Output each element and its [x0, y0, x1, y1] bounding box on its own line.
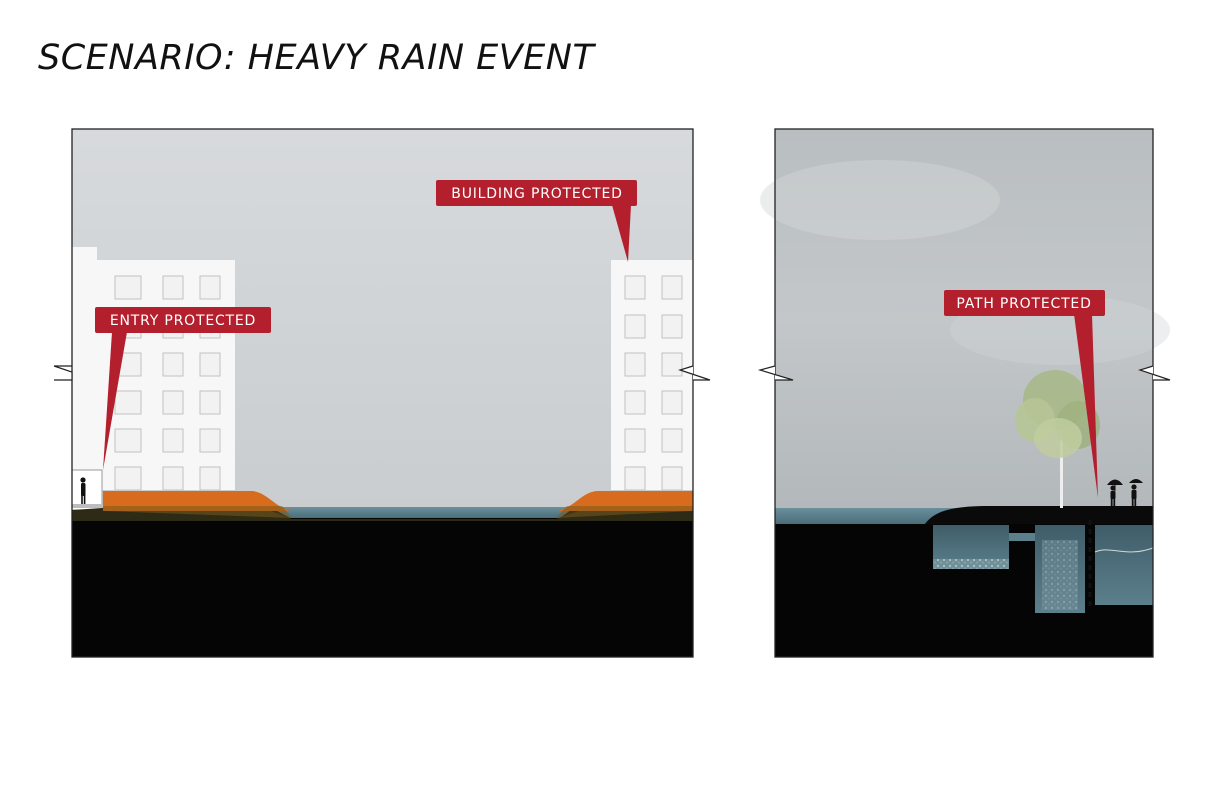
right-flood-water [775, 508, 965, 524]
callout-path-label: PATH PROTECTED [956, 296, 1091, 312]
page-title: SCENARIO: HEAVY RAIN EVENT [38, 38, 595, 78]
left-break-line [53, 365, 73, 381]
left-section-panel [53, 128, 711, 658]
left-flood-water [270, 507, 575, 518]
person-silhouette [80, 477, 86, 504]
people-with-umbrellas [1107, 479, 1143, 506]
right-panel-break-left [757, 365, 794, 381]
connector-pipe [1009, 533, 1035, 541]
left-ground [72, 510, 693, 657]
callout-entry-protected: ENTRY PROTECTED [95, 307, 271, 470]
storage-tank-right [1095, 525, 1153, 605]
right-panel-break-right [1138, 365, 1171, 381]
callout-building-protected: BUILDING PROTECTED [436, 180, 637, 262]
callout-entry-label: ENTRY PROTECTED [110, 313, 256, 329]
callout-building-label: BUILDING PROTECTED [451, 186, 622, 202]
raised-path [925, 506, 1153, 524]
left-building [71, 247, 235, 511]
callout-path-protected: PATH PROTECTED [944, 290, 1105, 498]
entry-door [71, 469, 103, 511]
right-break-line-a [678, 365, 711, 381]
right-building [611, 260, 693, 491]
right-section-panel [757, 128, 1171, 658]
